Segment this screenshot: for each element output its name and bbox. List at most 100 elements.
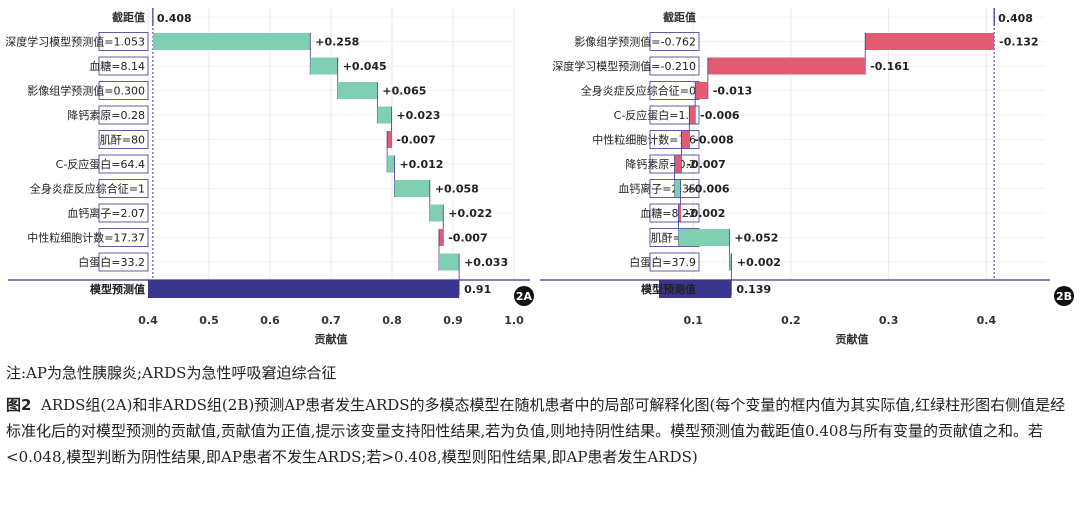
feature-value-box <box>649 203 700 223</box>
contribution-value: +0.058 <box>435 183 479 196</box>
x-tick-label: 0.6 <box>260 314 280 327</box>
x-tick-label: 0.7 <box>321 314 341 327</box>
contribution-bar <box>674 155 682 173</box>
feature-value-box <box>98 179 149 198</box>
panel-badge <box>514 286 534 306</box>
contribution-value: -0.008 <box>694 134 733 147</box>
feature-label: 白蛋白=33.2 <box>78 255 145 269</box>
contribution-value: +0.012 <box>399 158 443 171</box>
x-tick-label: 0.5 <box>199 314 219 327</box>
contribution-bar <box>387 155 395 173</box>
contribution-value: +0.052 <box>734 232 778 245</box>
contribution-bar <box>337 82 378 99</box>
contribution-value: -0.007 <box>448 232 487 245</box>
contribution-bar <box>678 229 730 246</box>
contribution-bar <box>689 106 696 124</box>
x-tick-label: 0.2 <box>781 314 801 327</box>
contribution-value: -0.013 <box>713 85 752 98</box>
x-tick-label: 1.0 <box>504 314 524 327</box>
contribution-bar <box>678 204 682 222</box>
x-tick-label: 0.9 <box>443 314 463 327</box>
contribution-value: -0.002 <box>686 207 725 220</box>
feature-value-box <box>98 105 149 125</box>
feature-label: 降钙素原=0.2 <box>625 157 696 171</box>
feature-label: 血糖=8.14 <box>89 59 145 73</box>
feature-value-box <box>98 154 149 174</box>
intercept-label: 截距值 <box>663 10 696 24</box>
contribution-value: -0.007 <box>686 158 725 171</box>
contribution-bar <box>387 131 392 148</box>
contribution-bar <box>681 131 690 148</box>
feature-value-box <box>649 252 700 272</box>
intercept-value: 0.408 <box>998 12 1033 25</box>
contribution-value: +0.023 <box>396 109 440 122</box>
feature-label: 血钙离子=2.35 <box>618 182 696 196</box>
contribution-bar <box>865 33 995 50</box>
prediction-label: 模型预测值 <box>90 282 145 296</box>
feature-label: C-反应蛋白=1.9 <box>614 108 696 122</box>
caption-text: ARDS组(2A)和非ARDS组(2B)预测AP患者发生ARDS的多模态模型在随… <box>6 396 1066 466</box>
feature-label: 影像组学预测值=0.300 <box>27 84 145 98</box>
contribution-bar <box>377 106 392 124</box>
contribution-bar <box>152 33 311 50</box>
feature-value-box <box>649 32 700 51</box>
contribution-bar <box>310 57 338 75</box>
x-axis-title: 贡献值 <box>315 332 348 346</box>
feature-value-box <box>98 203 149 223</box>
contribution-value: +0.006 <box>685 183 729 196</box>
feature-label: 全身炎症反应综合征=0 <box>581 84 696 98</box>
contribution-value: +0.033 <box>464 256 508 269</box>
feature-value-box <box>649 105 700 125</box>
panel-2B: 0.1 0.2 0.3 0.4 截距值 0.408 影像组学预测值=-0.762 -0.132… <box>540 8 1074 346</box>
feature-label: 白蛋白=37.9 <box>629 255 696 269</box>
contribution-value: -0.132 <box>999 36 1038 49</box>
intercept-label: 截距值 <box>112 10 145 24</box>
contribution-bar <box>394 180 430 197</box>
x-tick-label: 0.4 <box>977 314 997 327</box>
figure-note: 注:AP为急性胰腺炎;ARDS为急性呼吸窘迫综合征 <box>6 364 337 382</box>
panel-badge-label: 2A <box>516 290 533 303</box>
x-tick-label: 0.8 <box>382 314 402 327</box>
x-tick-label: 0.3 <box>879 314 899 327</box>
contribution-bar <box>438 253 460 271</box>
prediction-bar <box>148 280 460 298</box>
contribution-bar <box>707 57 866 75</box>
contribution-value: -0.006 <box>700 109 740 122</box>
x-tick-label: 0.4 <box>138 314 158 327</box>
contribution-value: +0.002 <box>737 256 781 269</box>
feature-value-box <box>98 32 149 51</box>
contribution-bar <box>438 229 444 246</box>
prediction-value: 0.139 <box>736 283 771 296</box>
caption-label: 图2 <box>6 396 32 414</box>
feature-value-box <box>98 252 149 272</box>
contribution-value: +0.258 <box>315 36 359 49</box>
contribution-bar <box>429 204 444 222</box>
feature-value-box <box>98 56 149 76</box>
feature-label: 肌酐=80 <box>100 134 145 147</box>
feature-value-box <box>98 130 149 149</box>
feature-label: 深度学习模型预测值=-0.210 <box>552 59 696 73</box>
feature-label: 中性粒细胞计数=17.37 <box>27 231 145 245</box>
feature-label: 全身炎症反应综合征=1 <box>30 182 145 196</box>
waterfall-charts: 0.4 0.5 0.6 0.7 0.8 0.9 1.0 截距值 0.408 深度学习模型预测值=1… <box>5 8 1074 346</box>
feature-value-box <box>649 130 700 149</box>
feature-value-box <box>98 228 149 247</box>
x-axis-title: 贡献值 <box>836 332 869 346</box>
feature-label: 血糖=8.22 <box>640 206 696 220</box>
feature-label: C-反应蛋白=64.4 <box>56 157 145 171</box>
prediction-label: 模型预测值 <box>641 282 696 296</box>
contribution-value: +0.022 <box>448 207 492 220</box>
x-tick-label: 0.1 <box>683 314 703 327</box>
panel-badge-label: 2B <box>1056 290 1072 303</box>
feature-value-box <box>649 56 700 76</box>
feature-label: 降钙素原=0.28 <box>67 108 145 122</box>
feature-label: 影像组学预测值=-0.762 <box>574 35 696 49</box>
panel-badge <box>1054 286 1074 306</box>
feature-label: 深度学习模型预测值=1.053 <box>5 35 145 49</box>
contribution-bar <box>695 82 708 99</box>
prediction-bar <box>659 280 732 298</box>
feature-label: 中性粒细胞计数=7.6 <box>592 133 696 147</box>
prediction-value: 0.91 <box>464 283 491 296</box>
contribution-bar <box>729 253 732 271</box>
